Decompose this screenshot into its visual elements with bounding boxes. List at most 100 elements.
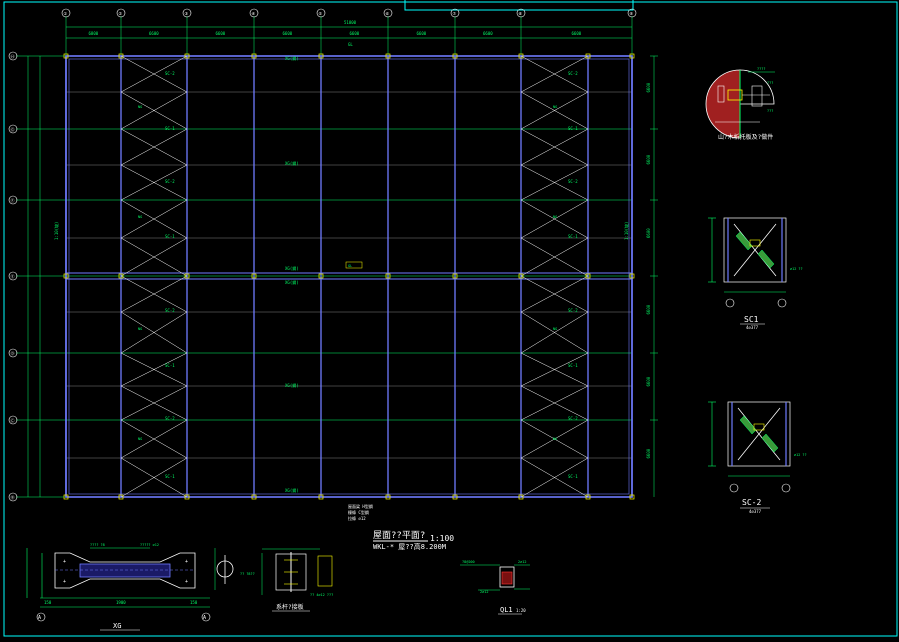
axis-label-left-6: Ⓒ — [11, 417, 15, 423]
ql1-caption: QL1 — [500, 606, 513, 614]
label-ng-left-3: NG — [138, 327, 142, 331]
axis-label-top-9: ⑨ — [630, 11, 634, 16]
dim-right-3: 6600 — [646, 228, 651, 238]
brace-1-9-b — [520, 385, 589, 421]
node-0-2 — [184, 53, 190, 59]
axis-bubble-left-4 — [8, 271, 18, 281]
node-1-8 — [585, 273, 591, 279]
label-xg-mid-1: XG(鋼) — [285, 160, 299, 166]
ql1-rebar — [501, 571, 513, 585]
gable-note-1: ???? — [757, 67, 765, 71]
brace-0-0-b — [120, 55, 188, 93]
label-sc-left-4: SC-1 — [165, 234, 175, 239]
ql1-note-3: 2∅12 — [518, 560, 526, 564]
label-sc-right-7: SC-2 — [568, 416, 578, 421]
node-1-0 — [63, 273, 69, 279]
dim-top-5: 6600 — [350, 31, 360, 36]
plan-note-3: 拉條 ∅12 — [348, 515, 366, 521]
axis-bubble-top-8 — [516, 8, 526, 18]
brace-1-2-b — [520, 128, 589, 166]
label-slope-left: 1:10(坡) — [53, 222, 59, 240]
sc1-frame — [723, 217, 787, 283]
gable-caption: 山?木析托板及?做件 — [718, 133, 773, 141]
axis-bubble-top-2 — [116, 8, 126, 18]
tie-rod-caption: 系杆?接板 — [276, 603, 304, 611]
tie-rod-note-1: ?? ?8?? — [240, 572, 255, 576]
gable-arc — [739, 69, 775, 105]
node-0-7 — [518, 53, 524, 59]
brace-1-0-b — [520, 55, 589, 93]
label-sc-left-2: SC-1 — [165, 126, 175, 131]
brace-0-11-b — [120, 457, 188, 498]
label-ng-right-4: NG — [553, 437, 557, 441]
axis-label-top-5: ⑤ — [319, 11, 323, 16]
label-slope-right: 1:10(坡) — [623, 222, 629, 240]
ql1-scale: 1:20 — [516, 608, 526, 613]
label-ng-left-2: NG — [138, 215, 142, 219]
brace-1-4-b — [520, 199, 589, 239]
brace-1-7-b — [520, 311, 589, 354]
label-sc-right-5: SC-2 — [568, 308, 578, 313]
ql1-note-1: ?8@200 — [462, 560, 475, 564]
svg-text:+: + — [185, 579, 188, 585]
axis-bubble-left-7 — [8, 492, 18, 502]
gable-wall-section — [705, 69, 741, 139]
node-1-5 — [385, 273, 391, 279]
node-1-1 — [118, 273, 124, 279]
plan-scale: 1:100 — [430, 534, 454, 543]
brace-0-3-b — [120, 164, 188, 201]
sc2-sub: 4∅377 — [749, 509, 762, 514]
sc2-caption: SC-2 — [742, 498, 761, 507]
xg-note-1: ???? ?8 — [90, 543, 105, 547]
node-0-4 — [318, 53, 324, 59]
brace-1-3-b — [520, 164, 589, 201]
label-sc-left-8: SC-1 — [165, 474, 175, 479]
node-0-5 — [385, 53, 391, 59]
axis-label-top-1: ① — [64, 11, 68, 16]
node-2-5 — [385, 494, 391, 500]
sc2-frame — [727, 401, 791, 467]
sc1-axis-right-bubble — [777, 298, 787, 308]
axis-label-left-5: Ⓓ — [11, 350, 15, 356]
sc1-caption: SC1 — [744, 315, 759, 324]
axis-bubble-left-5 — [8, 348, 18, 358]
brace-1-11-b — [520, 457, 589, 498]
label-xg-eave-bottom: XG(鋼) — [285, 487, 299, 493]
sc1-axis-left-bubble — [725, 298, 735, 308]
axis-bubble-left-2 — [8, 124, 18, 134]
drawing-frame — [3, 1, 898, 637]
brace-0-2-b — [120, 128, 188, 166]
sc1-brace-b — [733, 223, 777, 277]
dim-top-1: 6800 — [89, 31, 99, 36]
node-2-4 — [318, 494, 324, 500]
brace-1-1-b — [520, 91, 589, 130]
label-xg-ridge-2: XG(鋼) — [285, 279, 299, 285]
brace-1-6-b — [520, 275, 589, 313]
sc1-sub: 4∅377 — [746, 325, 759, 330]
ql1-note-2: 2∅12 — [480, 590, 488, 594]
label-top-note: GL — [348, 42, 353, 47]
node-0-0 — [63, 53, 69, 59]
axis-bubble-top-1 — [61, 8, 71, 18]
axis-label-left-7: Ⓑ — [11, 494, 15, 500]
node-1-6 — [452, 273, 458, 279]
axis-label-top-8: ⑧ — [519, 11, 523, 16]
node-0-6 — [452, 53, 458, 59]
gable-purlin-section — [751, 85, 763, 107]
section-symbol — [214, 548, 234, 590]
sc2-note: ∅12 ?? — [794, 453, 807, 457]
axis-label-top-3: ③ — [185, 11, 189, 16]
xg-note-2: ????? ∅12 — [140, 543, 159, 547]
sc1-gusset-1 — [735, 231, 753, 251]
label-sc-right-3: SC-2 — [568, 179, 578, 184]
svg-text:A: A — [203, 615, 206, 621]
node-0-3 — [251, 53, 257, 59]
sc2-brace-b — [737, 407, 781, 461]
dim-top-7: 6600 — [483, 31, 493, 36]
plan-note-2: 檁條 C型鋼 — [348, 509, 369, 515]
roof-outline-inner — [68, 58, 630, 495]
label-ng-right-2: NG — [553, 215, 557, 219]
label-xg-eave-top: XG(鋼) — [285, 55, 299, 61]
